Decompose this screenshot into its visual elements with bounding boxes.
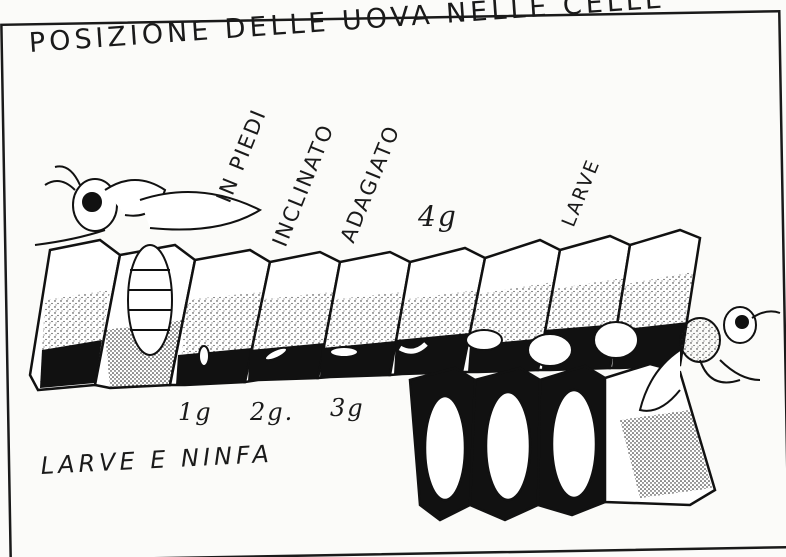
cell-b1 — [410, 368, 475, 520]
larva-mid — [528, 334, 572, 366]
larva-day4 — [466, 330, 502, 350]
egg-standing — [199, 346, 209, 366]
larva-large — [594, 322, 638, 358]
cell-b3 — [538, 366, 605, 515]
age-day1: 1g — [178, 398, 213, 426]
egg-lying — [330, 347, 358, 357]
cell-b2 — [470, 368, 540, 520]
age-day3: 3g — [330, 394, 365, 422]
age-day2: 2g. — [250, 398, 294, 426]
age-day4: 4g — [418, 200, 458, 233]
